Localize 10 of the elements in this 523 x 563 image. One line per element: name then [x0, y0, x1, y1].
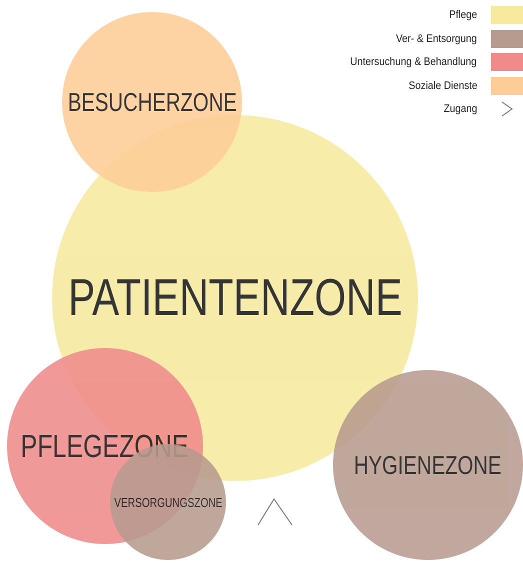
legend-label: Soziale Dienste [408, 80, 477, 92]
legend-label: Ver- & Entsorgung [396, 32, 477, 44]
legend-label: Pflege [448, 9, 477, 21]
zone-label: BESUCHERZONE [68, 86, 237, 118]
zone-label: PATIENTENZONE [68, 268, 402, 328]
zone-label: PFLEGEZONE [21, 428, 189, 464]
zone-label: VERSORGUNGSZONE [114, 494, 222, 510]
legend-label: Untersuchung & Behandlung [350, 56, 477, 68]
zone-label: HYGIENEZONE [354, 450, 502, 480]
legend-label: Zugang [443, 103, 477, 115]
